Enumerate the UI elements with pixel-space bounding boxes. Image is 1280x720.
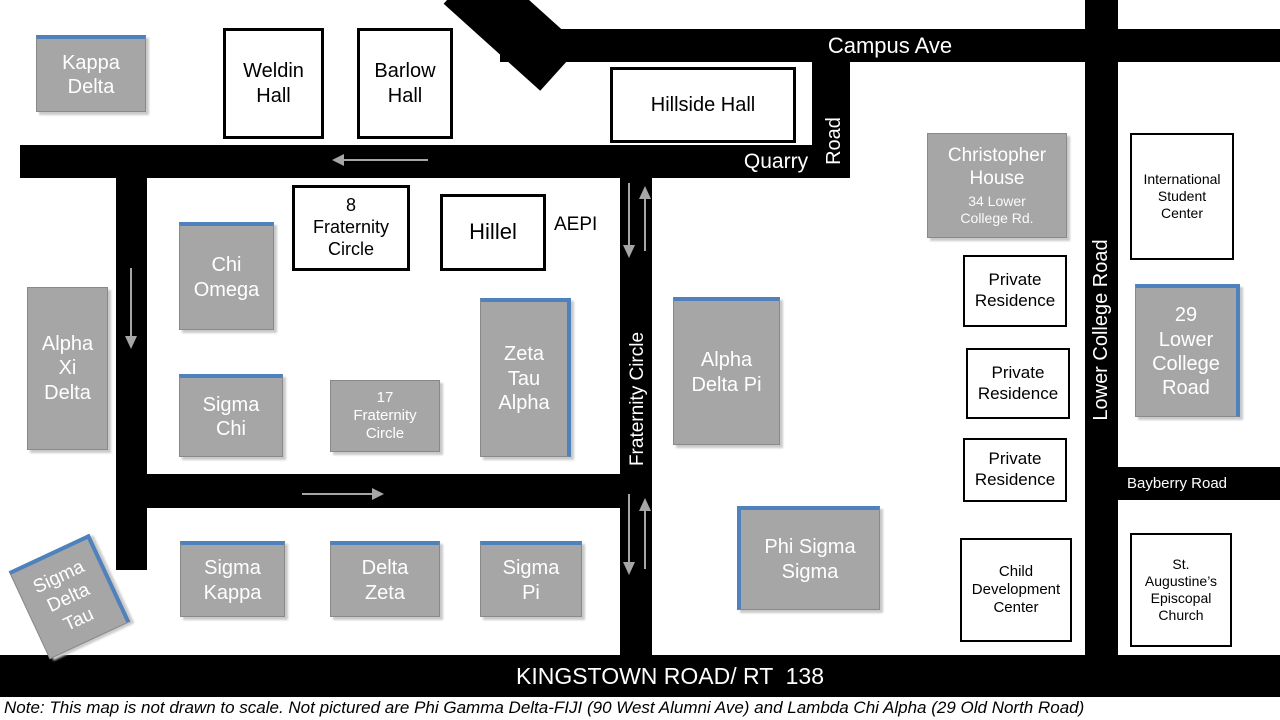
road-bayberry [1118,467,1280,500]
road-label-quarry: Quarry [743,150,809,173]
road-label-fraternity-circle: Fraternity Circle [626,331,648,467]
one-way-arrow-south-west-road [125,268,137,349]
building-sigma-pi: Sigma Pi [480,541,582,617]
building-private-residence-3: Private Residence [963,438,1067,502]
road-kingstown [0,655,1280,697]
road-quarry [20,145,850,178]
two-way-arrow-south-frat-bottom [623,494,635,575]
building-weldin-hall: Weldin Hall [223,28,324,139]
building-sigma-chi: Sigma Chi [179,374,283,457]
road-fraternity-circle-east [620,170,652,657]
christopher-house-name: Christopher House [947,145,1047,190]
one-way-arrow-east-inner-road [302,488,384,500]
two-way-arrow-south-frat-top [623,183,635,258]
building-hillel: Hillel [440,194,546,271]
note-bar: Note: This map is not drawn to scale. No… [0,697,1280,720]
road-label-quarry-road-vertical: Road [823,117,845,165]
building-phi-sigma-sigma: Phi Sigma Sigma [737,506,880,610]
building-barlow-hall: Barlow Hall [357,28,453,139]
two-way-arrow-north-frat-top [639,186,651,251]
road-quarry-vertical-bend [812,55,850,155]
building-kappa-delta: Kappa Delta [36,35,146,112]
building-private-residence-1: Private Residence [963,255,1067,327]
map-note: Note: This map is not drawn to scale. No… [4,698,1085,717]
road-label-bayberry-road: Bayberry Road [1126,475,1228,492]
road-label-kingstown: KINGSTOWN ROAD/ RT 138 [515,662,825,689]
road-lower-college [1085,0,1118,657]
building-hillside-hall: Hillside Hall [610,67,796,143]
building-29-lower-college-road: 29 Lower College Road [1135,284,1240,417]
building-8-fraternity-circle: 8 Fraternity Circle [292,185,410,271]
building-delta-zeta: Delta Zeta [330,541,440,617]
two-way-arrow-north-frat-bottom [639,498,651,569]
one-way-arrow-west-quarry [332,154,428,166]
building-international-student-center: International Student Center [1130,133,1234,260]
building-st-augustines-church: St. Augustine’s Episcopal Church [1130,533,1232,647]
building-alpha-xi-delta: Alpha Xi Delta [27,287,108,450]
christopher-house-address: 34 Lower College Rd. [960,192,1034,226]
label-aepi: AEPI [554,214,598,235]
road-label-lower-college-road: Lower College Road [1090,239,1112,421]
building-christopher-house: Christopher House 34 Lower College Rd. [927,133,1067,238]
building-zeta-tau-alpha: Zeta Tau Alpha [480,298,571,457]
road-fraternity-circle-west [116,170,147,570]
building-17-fraternity-circle: 17 Fraternity Circle [330,380,440,452]
building-chi-omega: Chi Omega [179,222,274,330]
building-sigma-kappa: Sigma Kappa [180,541,285,617]
road-label-campus-ave: Campus Ave [827,33,953,58]
building-alpha-delta-pi: Alpha Delta Pi [673,297,780,445]
building-private-residence-2: Private Residence [966,348,1070,419]
building-child-development-center: Child Development Center [960,538,1072,642]
road-fraternity-circle-south [116,474,650,508]
road-campus-ave [500,29,1280,62]
building-sigma-delta-tau: Sigma Delta Tau [8,533,131,660]
